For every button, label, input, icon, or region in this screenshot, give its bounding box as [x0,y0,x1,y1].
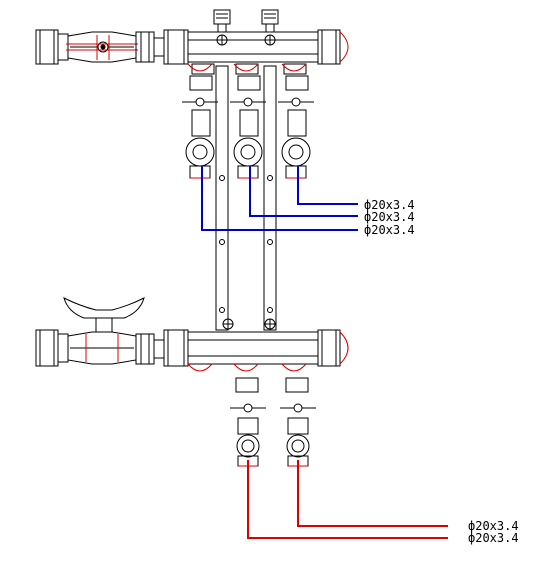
return-pipe-1 [247,460,448,539]
return-pipe-label-1: ф20x3.4 [468,519,519,533]
supply-outlet-valves [182,75,314,179]
supply-pipe-3 [297,166,358,205]
supply-pipes [201,166,358,231]
supply-pipe-label-2: ф20x3.4 [364,210,415,224]
return-outlet-valves [230,377,316,467]
supply-ball-valve [35,29,165,65]
supply-pipe-1 [201,166,358,231]
supply-manifold-bar [163,9,349,75]
supply-pipe-label-3: ф20x3.4 [364,223,415,237]
return-pipe-label-2: ф20x3.4 [468,531,519,545]
return-manifold-bar [163,318,349,372]
supply-pipe-label-1: ф20x3.4 [364,198,415,212]
return-pipes [247,460,448,539]
return-pipe-2 [297,460,448,527]
mounting-brackets [215,65,277,331]
return-ball-valve [35,297,165,367]
supply-pipe-2 [249,166,358,217]
